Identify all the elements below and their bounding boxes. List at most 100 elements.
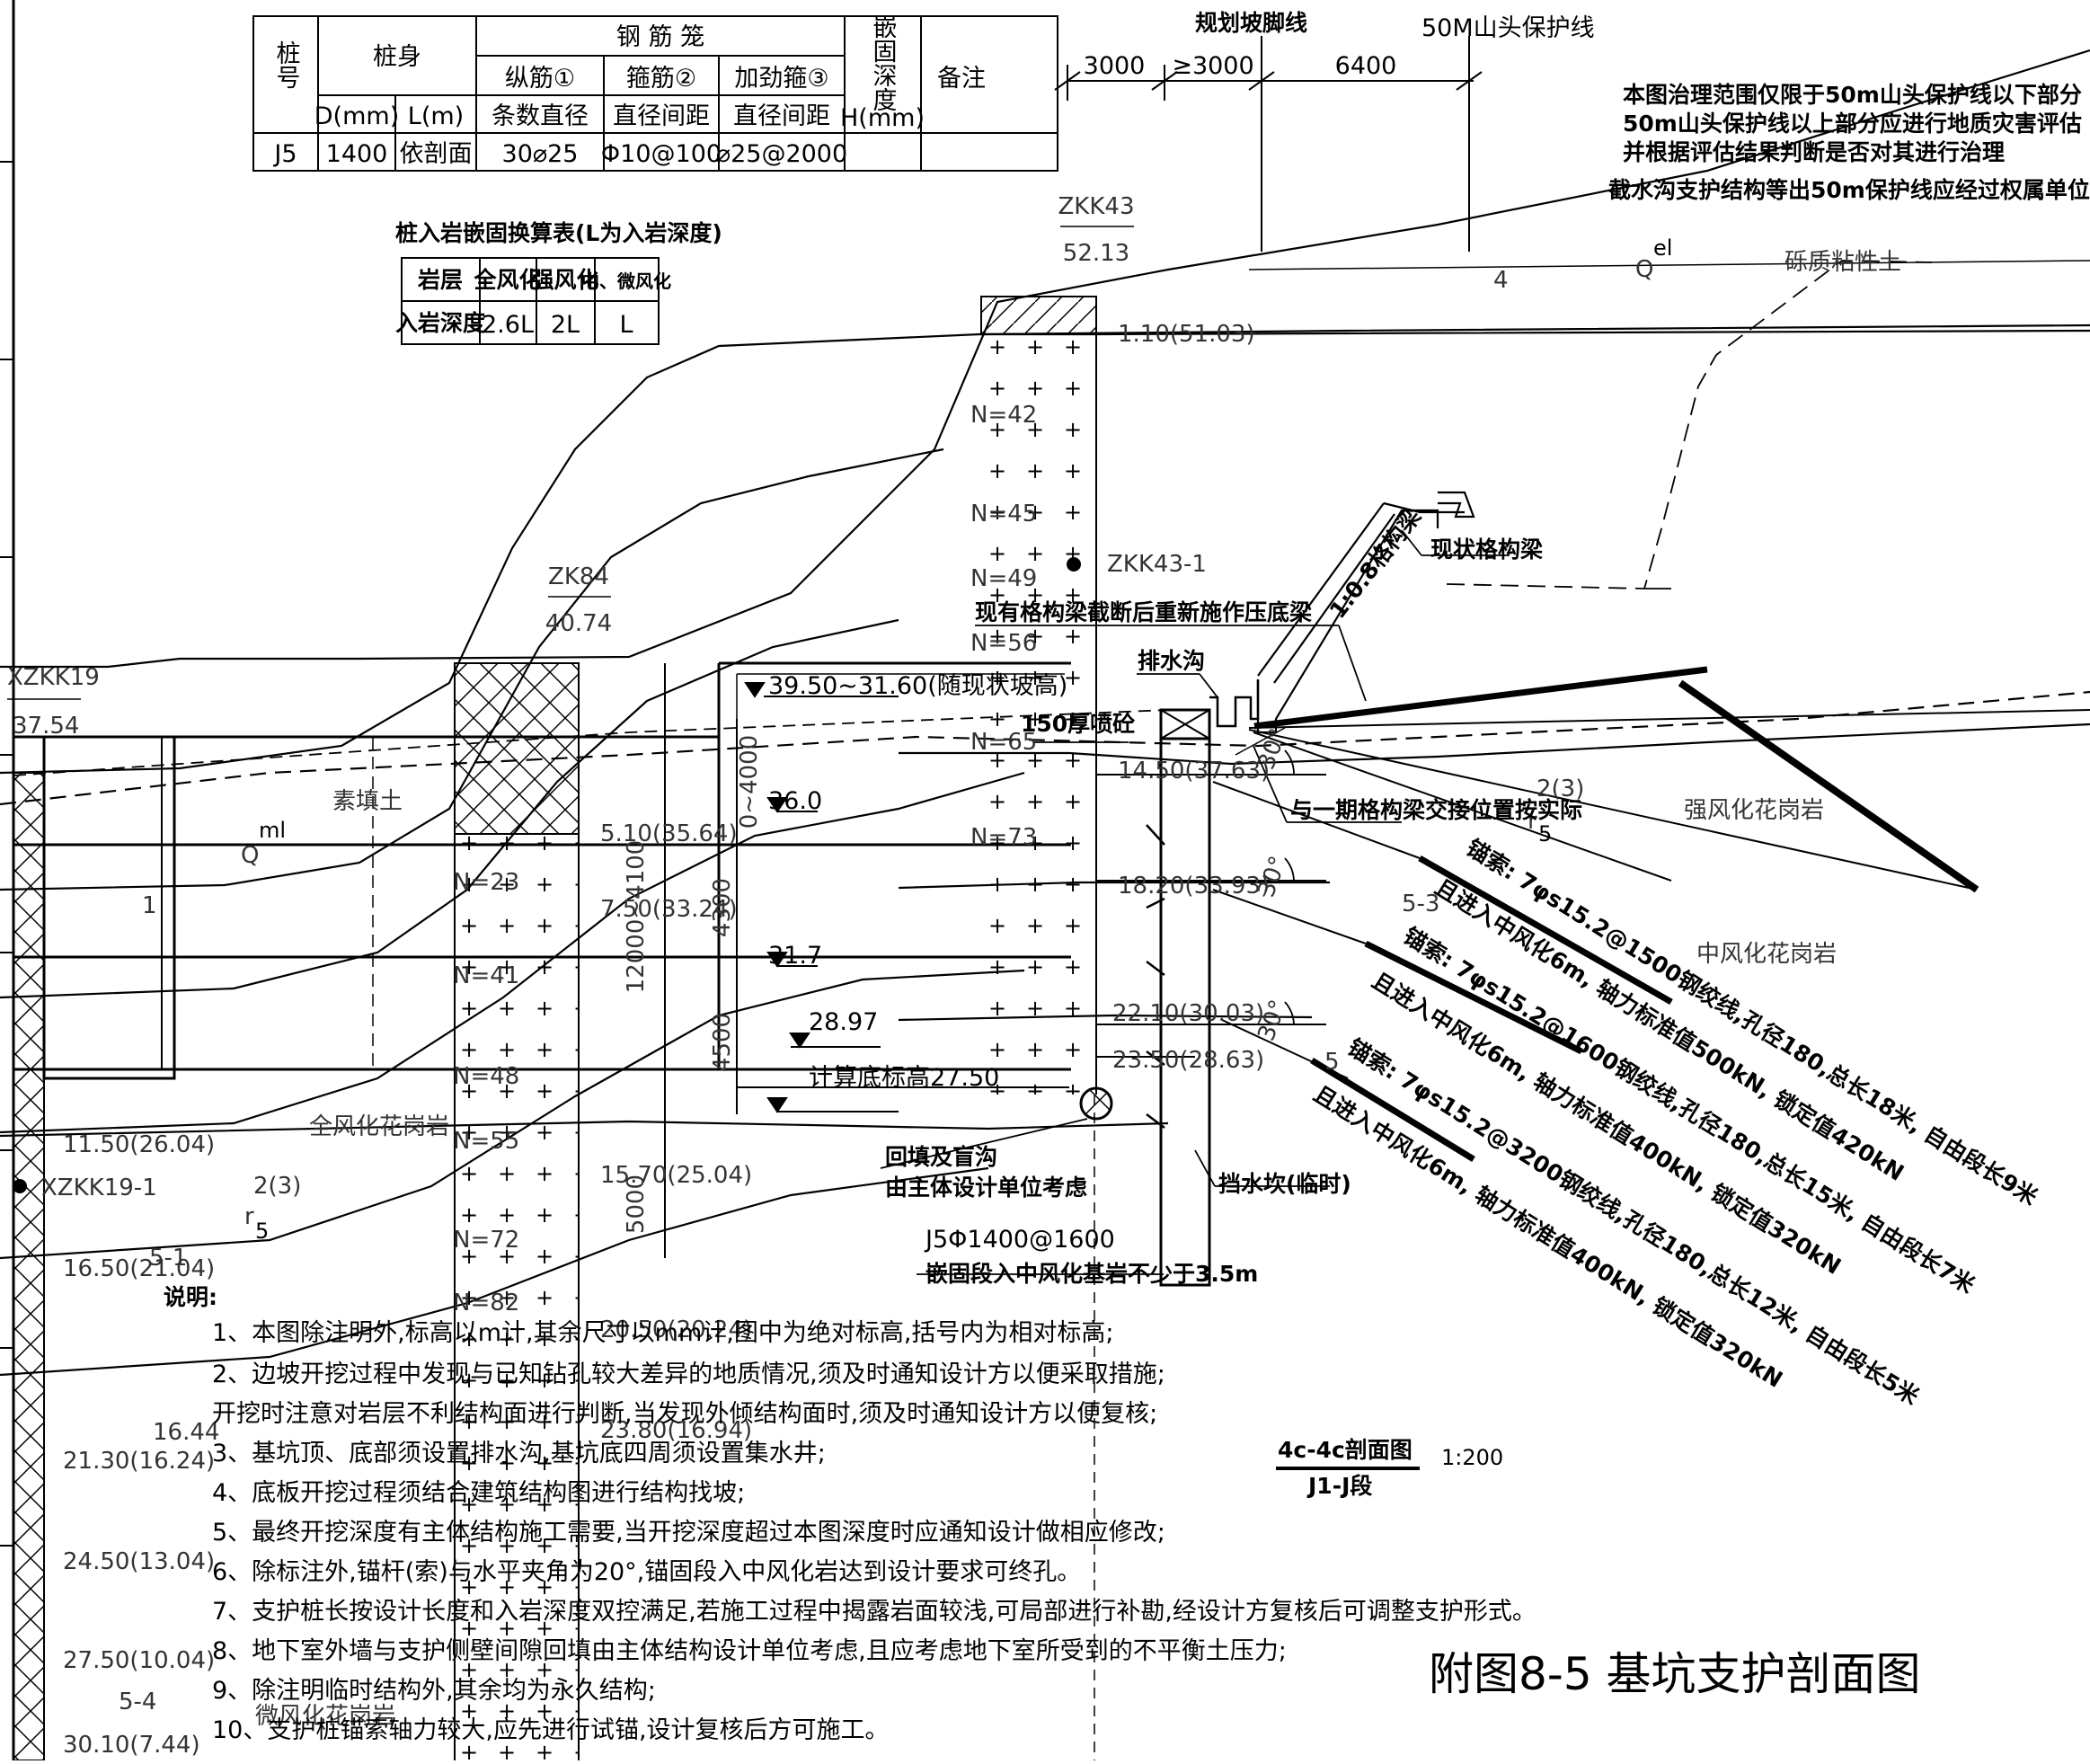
soil-5-1: 5-1	[149, 1245, 187, 1272]
anchor-free-2	[1253, 731, 1672, 882]
section-title: 4c-4c剖面图 1:200 J1-J段	[1276, 1437, 1503, 1499]
rock-table-title: 桩入岩嵌固换算表(L为入岩深度)	[395, 220, 722, 246]
borehole-zkk43-column	[980, 296, 1097, 1760]
note-6: 6、除标注外,锚杆(索)与水平夹角为20°,锚固段入中风化岩达到设计要求可终孔。	[212, 1558, 1081, 1586]
top-note: 本图治理范围仅限于50m山头保护线以下部分 50m山头保护线以上部分应进行地质灾…	[1608, 82, 2090, 203]
anchor-free-3	[1212, 781, 1421, 859]
note-4: 4、底板开挖过程须结合建筑结构图进行结构找坡;	[212, 1479, 745, 1507]
spt-10: N=55	[453, 1128, 519, 1155]
level-28-97: 28.97	[809, 1008, 878, 1036]
retaining-pile	[1159, 708, 1211, 1287]
depth-zk84-1: 5.10(35.64)	[600, 820, 738, 847]
soil-gravel-clay: 砾质粘性土	[1784, 249, 1901, 276]
soil-r5-left: r	[244, 1203, 254, 1230]
notes-title: 说明:	[164, 1284, 217, 1310]
note-1: 1、本图除注明外,标高以m计,其余尺寸以mm计,图中为绝对标高,括号内为相对标高…	[212, 1319, 1114, 1347]
protect-line-label: 50M山头保护线	[1421, 14, 1595, 42]
note-8: 8、地下室外墙与支护侧壁间隙回填由主体结构设计单位考虑,且应考虑地下室所受到的不…	[212, 1637, 1287, 1665]
anchor-free-1	[1248, 729, 1978, 891]
borehole-zk84-column	[454, 662, 580, 1760]
borehole-dot-zkk43-1	[1067, 557, 1081, 572]
borehole-xzkk19-column	[13, 772, 45, 1761]
soil-5-3: 5-3	[1402, 891, 1439, 917]
th-L: L(m)	[408, 102, 464, 130]
level-texts: 39.50~31.60(随现状坡高) 36.0 31.7 28.97 计算底标高…	[153, 672, 1067, 1446]
th-dia-sp1: 直径间距	[613, 102, 710, 130]
top-dimension-lines	[1054, 36, 1483, 252]
spt-8: N=41	[453, 962, 519, 989]
soil-q-ml: Q	[241, 842, 259, 869]
section-segment: J1-J段	[1306, 1473, 1372, 1499]
soil-mid-weathered: 中风化花岗岩	[1696, 941, 1837, 968]
soil-strong-weathered: 强风化花岗岩	[1684, 797, 1824, 824]
anchor-line-top	[1248, 709, 2090, 729]
top-note-line1: 本图治理范围仅限于50m山头保护线以下部分	[1623, 82, 2082, 108]
joint-label: 与一期格构梁交接位置按实际	[1290, 797, 1582, 823]
spt-7: N=23	[453, 869, 519, 896]
rock-h-layer: 岩层	[417, 267, 463, 293]
drain-ditch	[1209, 679, 1260, 728]
level-36: 36.0	[768, 787, 822, 815]
soil-q-el: Q	[1635, 256, 1653, 283]
rock-v3: L	[619, 311, 633, 339]
soil-r5-left-sub: 5	[255, 1219, 269, 1244]
zkk43-name: ZKK43	[1058, 193, 1135, 220]
soil-5: 5	[1324, 1049, 1340, 1076]
pile-embed-label: 嵌固段入中风化基岩不少于3.5m	[925, 1261, 1258, 1287]
th-dia-sp2: 直径间距	[733, 102, 830, 130]
anchors	[1212, 666, 2090, 1055]
shotcrete-label: 150厚喷砼	[1021, 711, 1135, 737]
soil-r5-right-sub: 5	[1538, 821, 1552, 847]
depth-zk84-2: 7.50(33.24)	[600, 896, 738, 923]
soil-q-el-sup: el	[1653, 235, 1672, 261]
td-D: 1400	[326, 140, 388, 168]
note-5: 5、最终开挖深度有主体结构施工需要,当开挖深度超过本图深度时应通知设计做相应修改…	[212, 1519, 1165, 1547]
note-2: 2、边坡开挖过程中发现与已知钻孔较大差异的地质情况,须及时通知设计方以便采取措施…	[212, 1361, 1165, 1388]
anchor-2-line2: 且进入中风化6m, 轴力标准值400kN, 锁定值320kN	[1368, 967, 1846, 1279]
spt-12: N=82	[453, 1290, 519, 1316]
depth-xzkk19-3: 21.30(16.24)	[63, 1448, 215, 1475]
borehole-dot-xzkk19-1	[13, 1179, 27, 1193]
zk84-name: ZK84	[548, 563, 609, 590]
rock-v1: 2.6L	[482, 311, 534, 339]
top-note-line3: 并根据评估结果判断是否对其进行治理	[1623, 139, 2005, 165]
soil-fill: 素填土	[332, 788, 403, 815]
dim-texts: 0~4000 12000~4100 4300 4500 5000	[623, 735, 763, 1234]
zkk43-1-name: ZKK43-1	[1107, 551, 1207, 578]
note-7: 7、支护桩长按设计长度和入岩深度双控满足,若施工过程中揭露岩面较浅,可局部进行补…	[212, 1598, 1537, 1626]
ground-lines	[0, 49, 2090, 1377]
drain-pipe-circle	[1079, 1086, 1113, 1121]
soil-micro-weathered: 微风化花岗岩	[255, 1703, 395, 1730]
level-31-7: 31.7	[768, 942, 822, 970]
depth-xzkk19-4: 24.50(13.04)	[63, 1548, 215, 1575]
level-16-44: 16.44	[153, 1419, 219, 1446]
soil-q-ml-sup: ml	[259, 818, 286, 843]
soil-labels: 素填土 Q ml 1 Q el 4 砾质粘性土 全风化花岗岩 强风化花岗岩 中风…	[119, 235, 1901, 1730]
depth-xzkk19-5: 27.50(10.04)	[63, 1647, 215, 1674]
th-long: 纵筋①	[505, 65, 575, 93]
dim-4300: 4300	[709, 878, 736, 937]
anchor-bond-4	[1253, 666, 1708, 730]
drain-label: 排水沟	[1138, 648, 1205, 674]
xzkk19-elev: 37.54	[13, 713, 79, 740]
th-body: 桩身	[373, 43, 421, 71]
soil-full-weathered: 全风化花岗岩	[309, 1113, 449, 1140]
depth-zk84-3: 15.70(25.04)	[600, 1162, 752, 1189]
rock-h-c1: 全风化	[473, 267, 541, 293]
soil-r5-right: r	[1528, 808, 1537, 835]
th-count-dia: 条数直径	[492, 102, 589, 130]
spt-2: N=45	[970, 501, 1037, 527]
soil-5-4: 5-4	[119, 1689, 156, 1715]
section-scale: 1:200	[1441, 1445, 1503, 1470]
angle-arcs	[1284, 749, 1295, 1025]
dim-5000: 5000	[623, 1175, 650, 1234]
cut-note-label: 现有格构梁截断后重新施作压底梁	[975, 599, 1312, 625]
backfill-label-1: 回填及盲沟	[885, 1144, 997, 1170]
dim-3000b: ≥3000	[1172, 52, 1253, 80]
dim-0-4000: 0~4000	[736, 735, 763, 829]
note-9: 9、除注明临时结构外,其余均为永久结构;	[212, 1677, 656, 1705]
th-H: H(mm)	[840, 104, 925, 132]
spt-3: N=49	[970, 565, 1037, 592]
fill-boundary	[13, 709, 1169, 776]
